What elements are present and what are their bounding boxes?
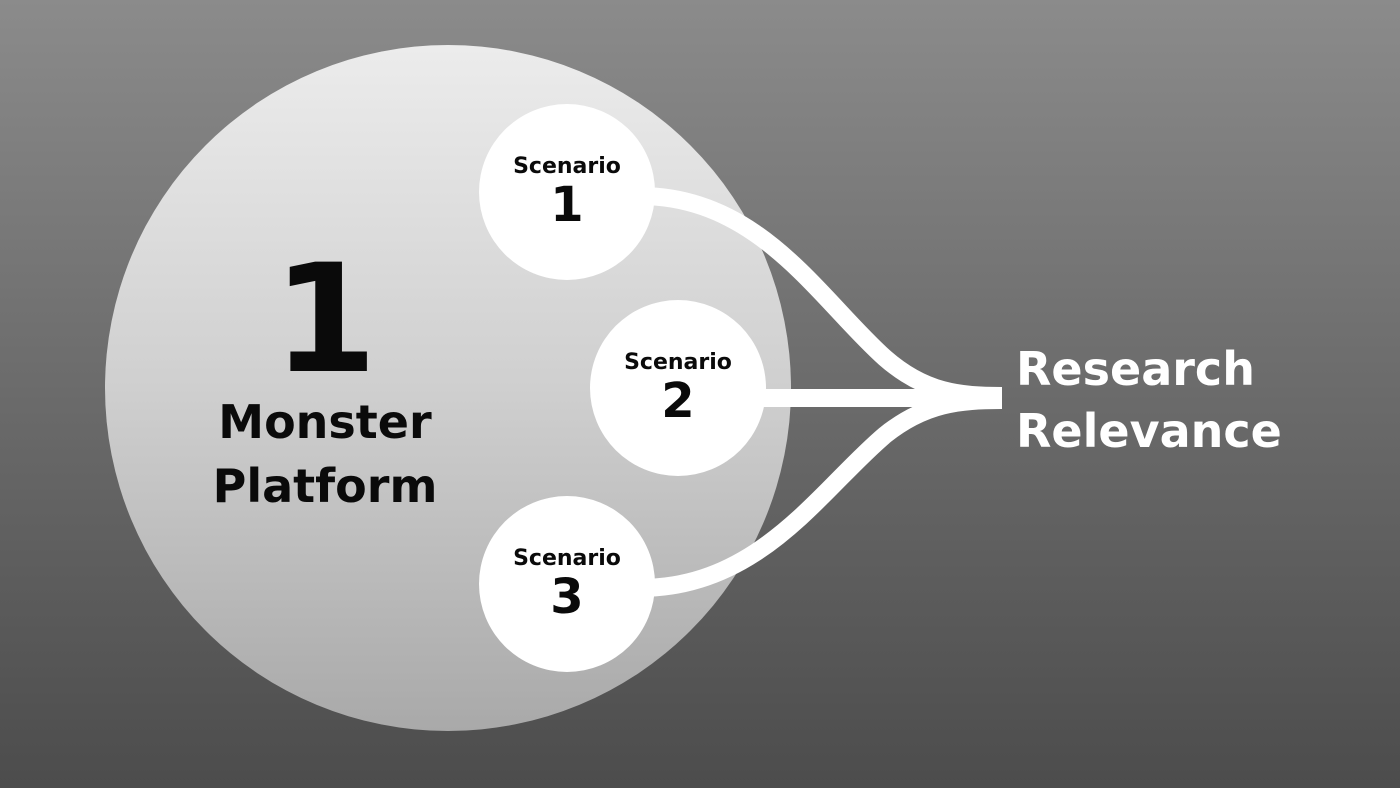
scenario-3-circle: Scenario 3 (479, 496, 655, 672)
connector-scenario-3 (639, 391, 1003, 597)
target-line2: Relevance (1016, 404, 1282, 458)
scenario-label: Scenario (624, 350, 732, 375)
scenario-label: Scenario (513, 154, 621, 179)
platform-label-line1: Monster (218, 395, 432, 449)
scenario-number: 2 (661, 373, 695, 429)
research-relevance-label: Research Relevance (1016, 338, 1282, 462)
scenario-number: 1 (550, 177, 584, 233)
target-line1: Research (1016, 342, 1255, 396)
platform-label-line2: Platform (212, 459, 438, 513)
scenario-1-circle: Scenario 1 (479, 104, 655, 280)
platform-number: 1 (272, 233, 378, 407)
platform-label: Monster Platform (105, 390, 545, 518)
scenario-number: 3 (550, 569, 584, 625)
scenario-label: Scenario (513, 546, 621, 571)
scenario-2-circle: Scenario 2 (590, 300, 766, 476)
